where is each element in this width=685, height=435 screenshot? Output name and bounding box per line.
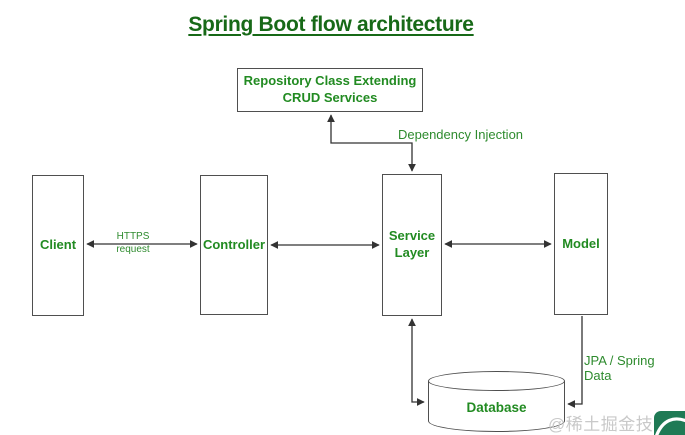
database-cylinder-top: [428, 371, 565, 391]
edge-label-jpa-spring-data: JPA / Spring Data: [584, 353, 655, 383]
node-controller-label: Controller: [202, 236, 266, 252]
node-model-label: Model: [562, 235, 600, 251]
node-repository: Repository Class Extending CRUD Services: [237, 68, 423, 112]
node-client: Client: [32, 175, 84, 316]
diagram-title: Spring Boot flow architecture: [188, 13, 474, 36]
node-service-layer-label: Service Layer: [388, 228, 436, 260]
edge-label-https-request: HTTPS request: [116, 231, 150, 255]
edge-label-dependency-injection: Dependency Injection: [398, 127, 524, 142]
connector-service-database: [408, 318, 425, 406]
node-repository-label: Repository Class Extending CRUD Services: [243, 73, 417, 105]
node-service-layer: Service Layer: [382, 174, 442, 316]
node-model: Model: [554, 173, 608, 315]
watermark-text: @稀土掘金技术社区: [548, 415, 670, 434]
node-controller: Controller: [200, 175, 268, 315]
connector-model-database: [567, 316, 583, 408]
node-client-label: Client: [39, 237, 77, 253]
node-database-label: Database: [466, 400, 527, 415]
juejin-logo-icon: [654, 411, 685, 435]
connector-service-repository: [327, 114, 416, 172]
